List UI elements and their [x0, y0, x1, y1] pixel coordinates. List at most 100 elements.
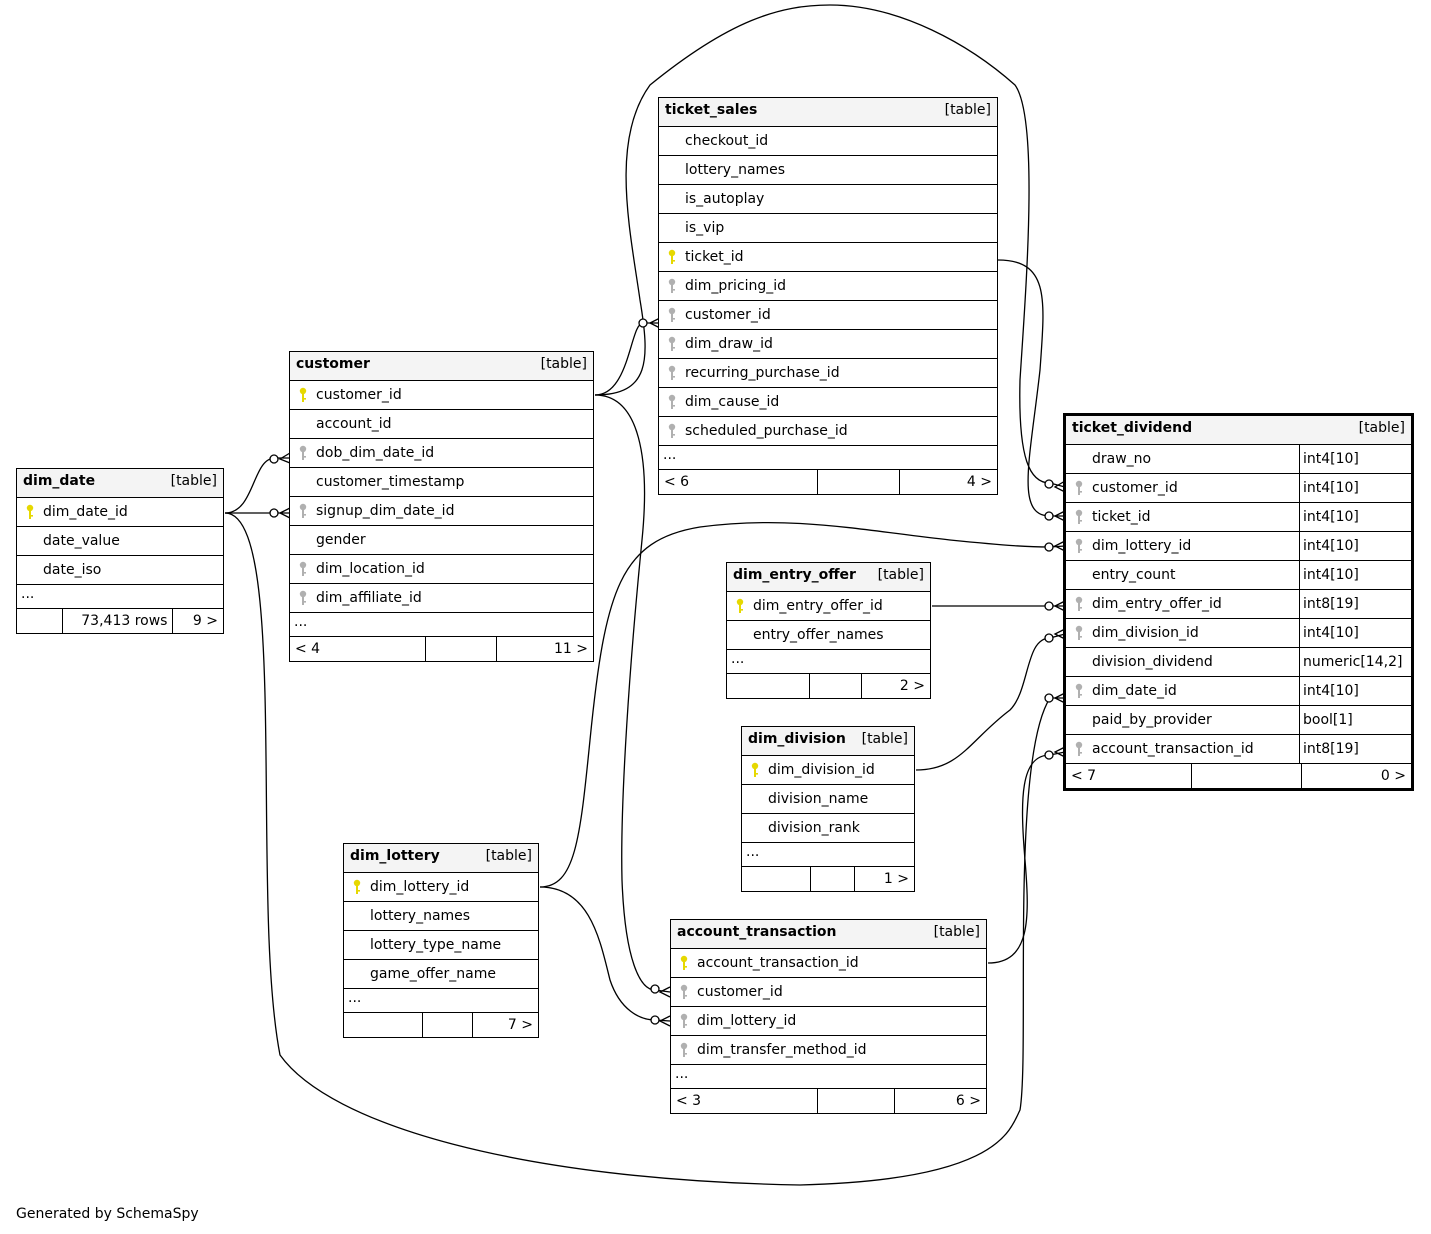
column-name[interactable]: lottery_names [370, 908, 471, 924]
table-customer[interactable]: customer[table] customer_id account_id dob_… [289, 351, 594, 662]
column-name[interactable]: dim_lottery_id [697, 1013, 797, 1029]
column-name[interactable]: game_offer_name [370, 966, 496, 982]
column-name[interactable]: customer_id [316, 387, 402, 403]
column-name[interactable]: dim_draw_id [685, 336, 773, 352]
table-header[interactable]: account_transaction[table] [671, 920, 986, 949]
children-link[interactable]: 1 > [883, 871, 909, 887]
column-name[interactable]: dob_dim_date_id [316, 445, 435, 461]
column-name[interactable]: dim_entry_offer_id [1092, 596, 1222, 612]
column-name[interactable]: account_transaction_id [697, 955, 859, 971]
table-name[interactable]: dim_lottery [350, 848, 440, 864]
column-name[interactable]: customer_timestamp [316, 474, 465, 490]
column-name[interactable]: lottery_type_name [370, 937, 502, 953]
column-row[interactable]: lottery_names [659, 156, 997, 185]
column-row[interactable]: customer_timestamp [290, 468, 593, 497]
column-name[interactable]: customer_id [685, 307, 771, 323]
table-dim_entry_offer[interactable]: dim_entry_offer[table] dim_entry_offer_id… [726, 562, 931, 699]
column-name[interactable]: is_vip [685, 220, 725, 236]
column-name[interactable]: dim_entry_offer_id [753, 598, 883, 614]
column-name[interactable]: date_iso [43, 562, 102, 578]
column-name[interactable]: dim_location_id [316, 561, 425, 577]
children-link[interactable]: 4 > [966, 474, 992, 490]
column-name[interactable]: dim_division_id [1092, 625, 1199, 641]
table-header[interactable]: dim_entry_offer[table] [727, 563, 930, 592]
column-row[interactable]: checkout_id [659, 127, 997, 156]
column-row[interactable]: dob_dim_date_id [290, 439, 593, 468]
parents-link[interactable] [17, 609, 63, 633]
table-header[interactable]: ticket_dividend[table] [1066, 416, 1411, 445]
column-name[interactable]: customer_id [697, 984, 783, 1000]
column-name[interactable]: dim_pricing_id [685, 278, 787, 294]
parents-link[interactable] [742, 867, 812, 891]
column-row[interactable]: lottery_names [344, 902, 538, 931]
children-link[interactable]: 2 > [899, 678, 925, 694]
parents-link[interactable]: < 7 [1066, 764, 1192, 788]
table-header[interactable]: dim_division[table] [742, 727, 914, 756]
column-row[interactable]: dim_lottery_id [344, 873, 538, 902]
column-row[interactable]: entry_offer_names [727, 621, 930, 650]
column-row[interactable]: signup_dim_date_id [290, 497, 593, 526]
column-name[interactable]: dim_lottery_id [1092, 538, 1192, 554]
parents-link[interactable]: < 3 [671, 1089, 819, 1113]
column-name[interactable]: paid_by_provider [1092, 712, 1212, 728]
column-name[interactable]: date_value [43, 533, 120, 549]
parents-link[interactable]: < 6 [659, 470, 819, 494]
column-row[interactable]: dim_division_id [742, 756, 914, 785]
table-name[interactable]: customer [296, 356, 370, 372]
column-name[interactable]: account_id [316, 416, 392, 432]
children-link[interactable]: 11 > [554, 641, 588, 657]
column-name[interactable]: recurring_purchase_id [685, 365, 840, 381]
column-row[interactable]: dim_location_id [290, 555, 593, 584]
table-header[interactable]: ticket_sales[table] [659, 98, 997, 127]
column-name[interactable]: dim_date_id [43, 504, 128, 520]
column-name[interactable]: draw_no [1092, 451, 1152, 467]
table-name[interactable]: dim_date [23, 473, 96, 489]
table-name[interactable]: ticket_dividend [1072, 420, 1193, 436]
column-name[interactable]: division_name [768, 791, 869, 807]
column-row[interactable]: division_name [742, 785, 914, 814]
column-name[interactable]: dim_date_id [1092, 683, 1177, 699]
column-name[interactable]: dim_transfer_method_id [697, 1042, 867, 1058]
column-row[interactable]: gender [290, 526, 593, 555]
column-name[interactable]: signup_dim_date_id [316, 503, 455, 519]
column-name[interactable]: dim_cause_id [685, 394, 780, 410]
table-header[interactable]: customer[table] [290, 352, 593, 381]
table-account_transaction[interactable]: account_transaction[table]account_transa… [670, 919, 987, 1114]
column-row[interactable]: division_rank [742, 814, 914, 843]
column-name[interactable]: checkout_id [685, 133, 769, 149]
column-row[interactable]: recurring_purchase_id [659, 359, 997, 388]
parents-link[interactable] [727, 674, 811, 698]
column-row[interactable]: account_transaction_id [671, 949, 986, 978]
column-row[interactable]: date_iso [17, 556, 223, 585]
column-row[interactable]: dim_entry_offer_id [727, 592, 930, 621]
column-row[interactable]: account_id [290, 410, 593, 439]
table-name[interactable]: dim_entry_offer [733, 567, 856, 583]
column-name[interactable]: gender [316, 532, 366, 548]
column-name[interactable]: is_autoplay [685, 191, 765, 207]
column-name[interactable]: division_rank [768, 820, 860, 836]
column-row[interactable]: lottery_type_name [344, 931, 538, 960]
column-row[interactable]: is_autoplay [659, 185, 997, 214]
table-header[interactable]: dim_date[table] [17, 469, 223, 498]
column-row[interactable]: date_value [17, 527, 223, 556]
column-name[interactable]: customer_id [1092, 480, 1178, 496]
column-row[interactable]: customer_id [290, 381, 593, 410]
column-row[interactable]: customer_id [671, 978, 986, 1007]
column-row[interactable]: dim_cause_id [659, 388, 997, 417]
column-row[interactable]: dim_affiliate_id [290, 584, 593, 613]
table-name[interactable]: account_transaction [677, 924, 837, 940]
children-link[interactable]: 0 > [1380, 768, 1406, 784]
table-ticket_sales[interactable]: ticket_sales[table] checkout_id lottery_na… [658, 97, 998, 495]
table-header[interactable]: dim_lottery[table] [344, 844, 538, 873]
